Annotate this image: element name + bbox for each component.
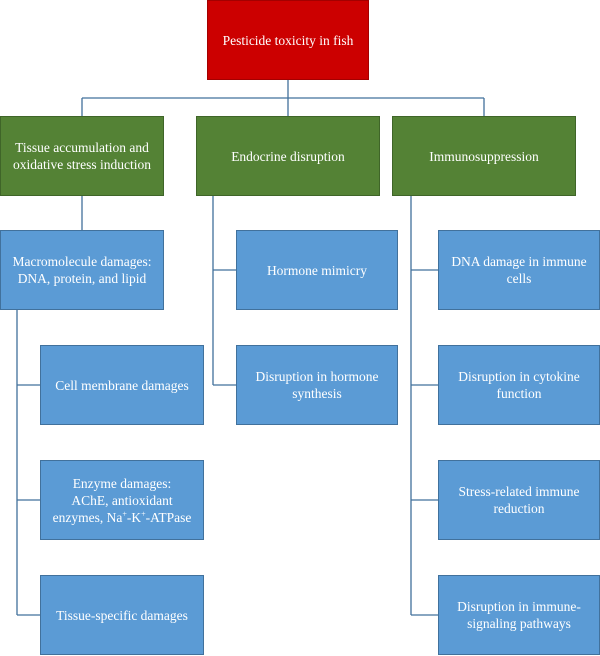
root-label: Pesticide toxicity in fish xyxy=(222,32,354,48)
enzyme-line-3a: enzymes, Na xyxy=(52,509,123,525)
node-dna-damage-immune: DNA damage in immune cells xyxy=(438,230,600,310)
enzyme-line-1: Enzyme damages: xyxy=(72,475,172,491)
node-enzyme-damages: Enzyme damages: AChE, antioxidant enzyme… xyxy=(40,460,204,540)
node-label: Enzyme damages: AChE, antioxidant enzyme… xyxy=(53,475,192,526)
node-hormone-synthesis: Disruption in hormone synthesis xyxy=(236,345,398,425)
node-label: Disruption in hormone synthesis xyxy=(255,369,379,401)
node-stress-immune-reduction: Stress-related immune reduction xyxy=(438,460,600,540)
enzyme-line-2: AChE, antioxidant xyxy=(71,492,173,508)
node-cell-membrane-damages: Cell membrane damages xyxy=(40,345,204,425)
category-tissue-accumulation: Tissue accumulation and oxidative stress… xyxy=(0,116,164,196)
root-node: Pesticide toxicity in fish xyxy=(207,0,369,80)
category-label: Immunosuppression xyxy=(429,148,539,164)
category-label: Tissue accumulation and oxidative stress… xyxy=(13,140,151,172)
category-immunosuppression: Immunosuppression xyxy=(392,116,576,196)
node-label: Disruption in immune-signaling pathways xyxy=(457,599,581,631)
sodium-charge: + xyxy=(122,509,127,518)
node-label: Macromolecule damages: DNA, protein, and… xyxy=(12,254,152,286)
node-cytokine-disruption: Disruption in cytokine function xyxy=(438,345,600,425)
category-endocrine-disruption: Endocrine disruption xyxy=(196,116,380,196)
node-immune-signaling-disruption: Disruption in immune-signaling pathways xyxy=(438,575,600,655)
node-label: Hormone mimicry xyxy=(266,262,368,278)
node-tissue-specific-damages: Tissue-specific damages xyxy=(40,575,204,655)
enzyme-line-3c: -ATPase xyxy=(145,509,192,525)
node-label: Disruption in cytokine function xyxy=(458,369,580,401)
category-label: Endocrine disruption xyxy=(231,148,345,164)
potassium-charge: + xyxy=(141,509,146,518)
enzyme-line-3b: -K xyxy=(126,509,142,525)
node-label: Cell membrane damages xyxy=(55,377,189,393)
node-hormone-mimicry: Hormone mimicry xyxy=(236,230,398,310)
node-macromolecule-damages: Macromolecule damages: DNA, protein, and… xyxy=(0,230,164,310)
node-label: DNA damage in immune cells xyxy=(451,254,587,286)
node-label: Stress-related immune reduction xyxy=(458,484,580,516)
node-label: Tissue-specific damages xyxy=(56,607,188,623)
